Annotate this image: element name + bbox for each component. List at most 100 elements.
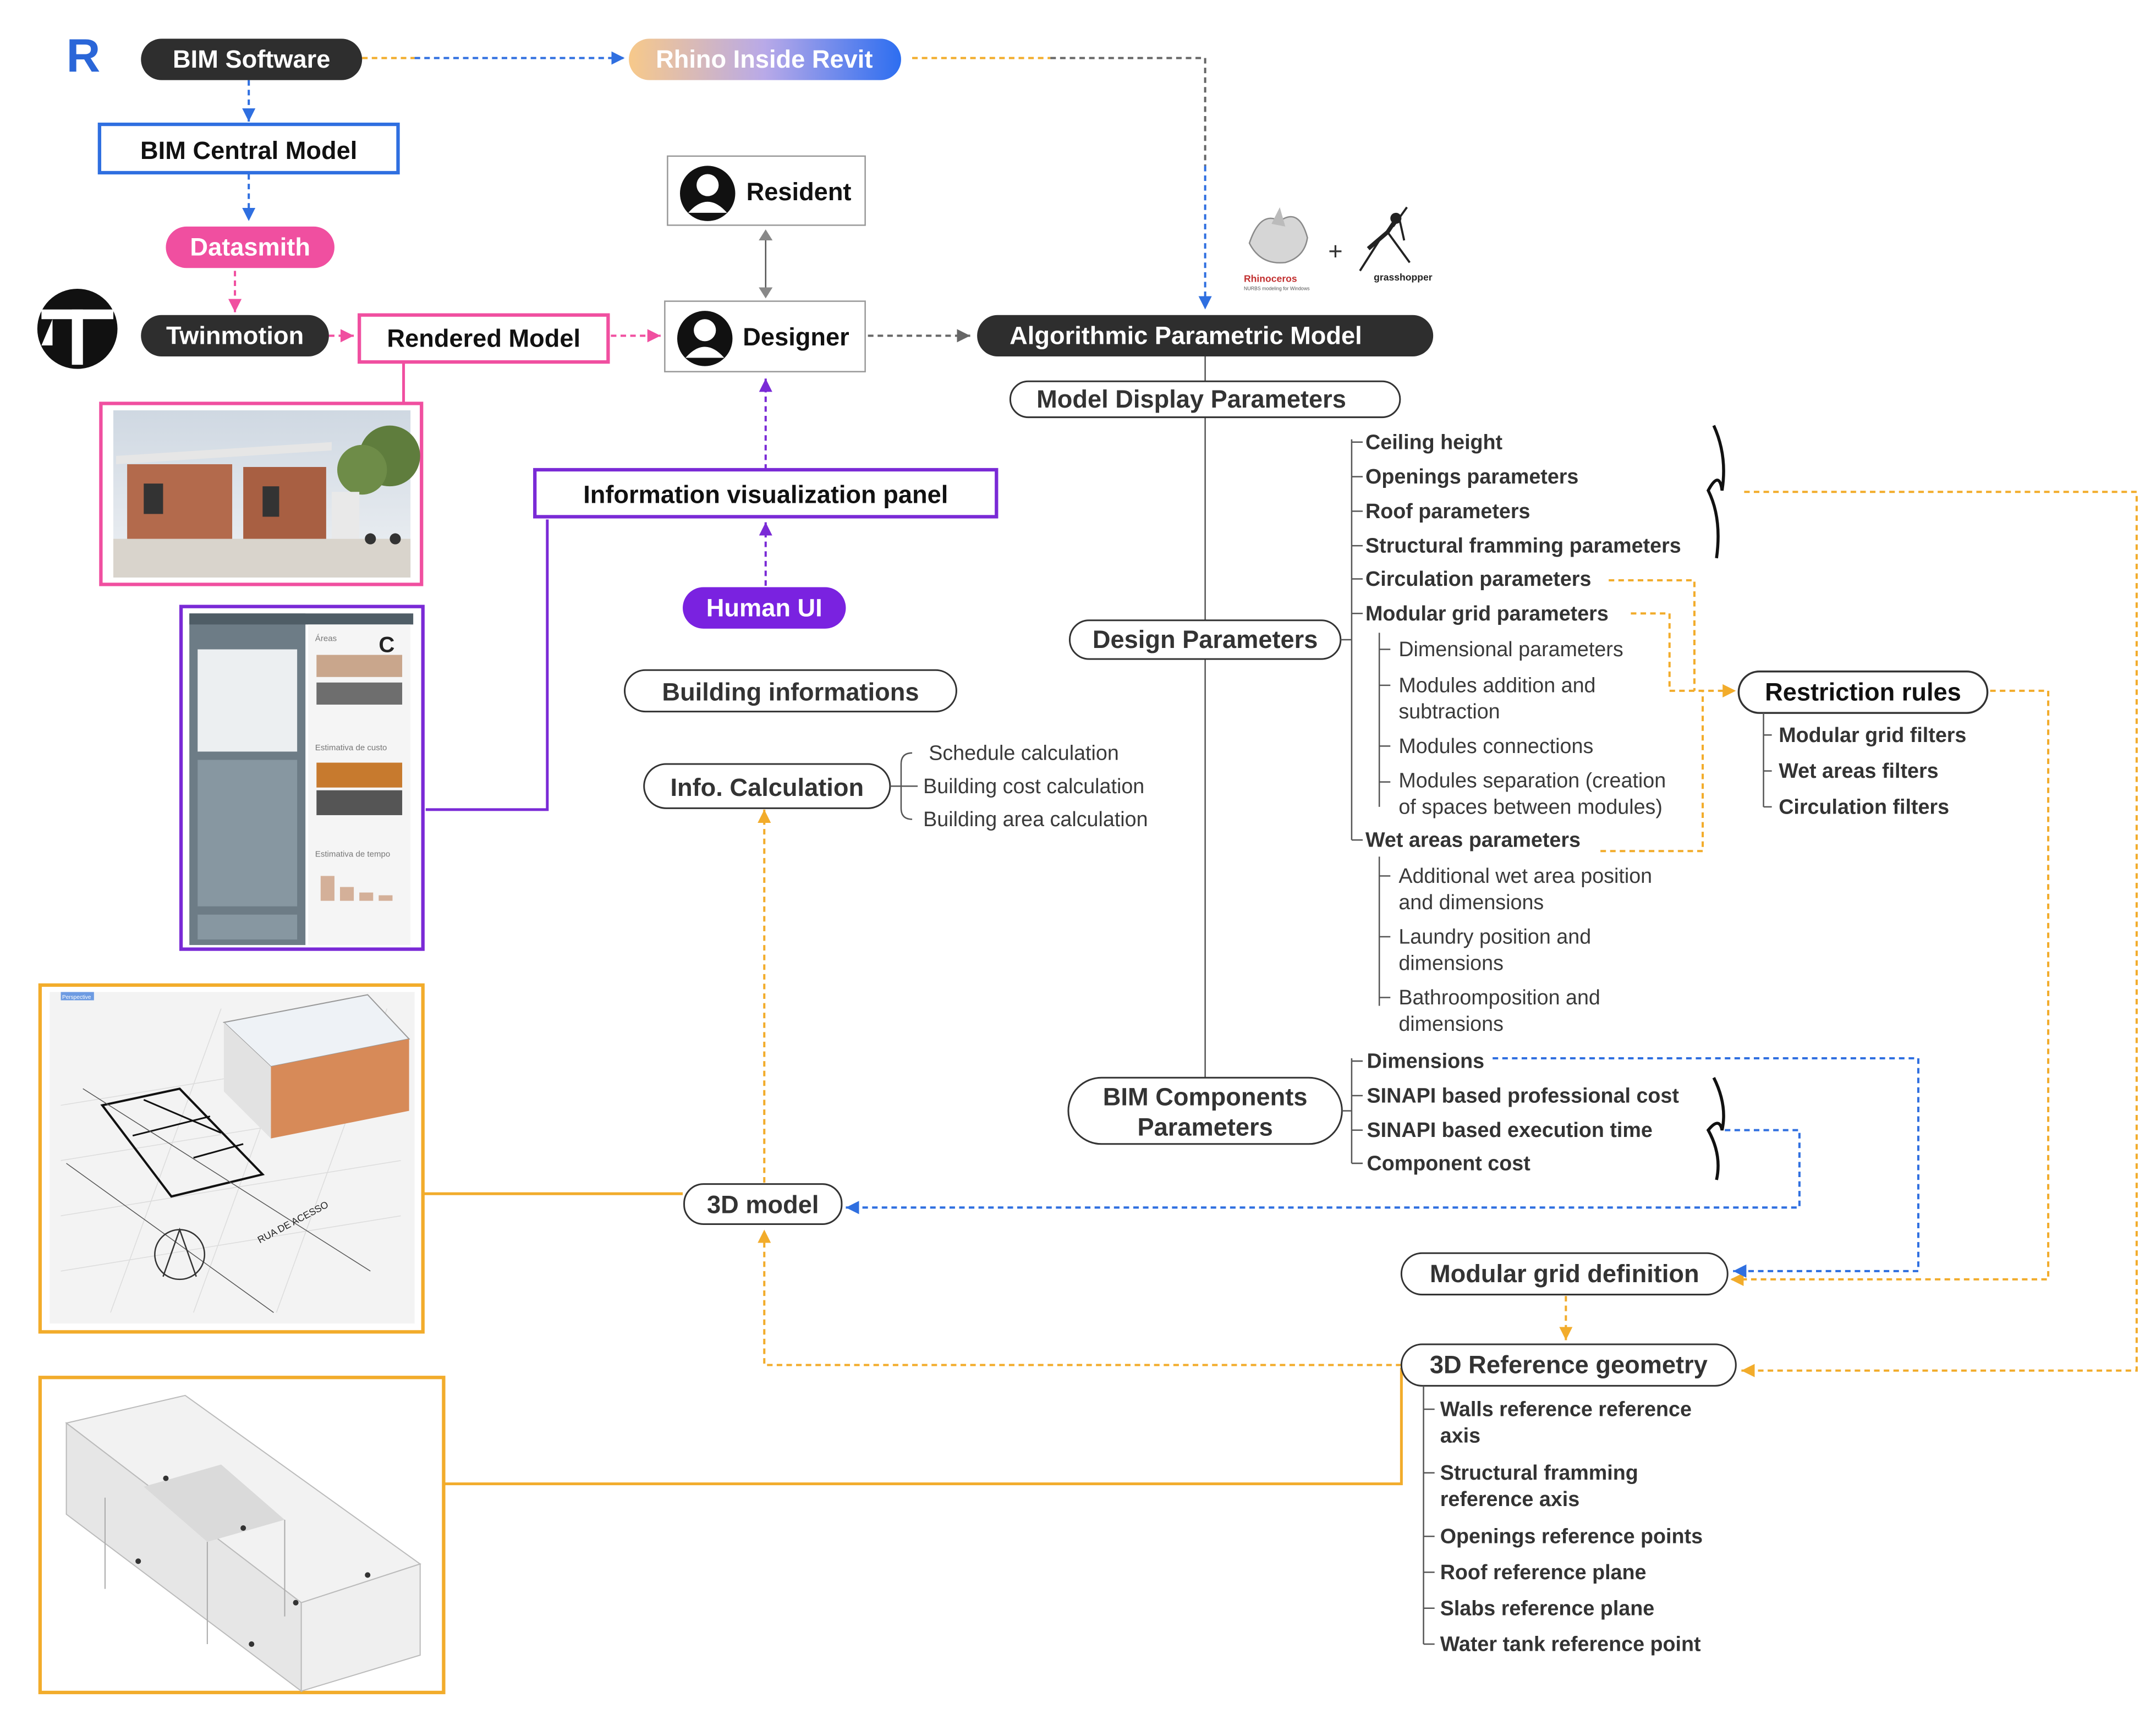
- bim-components-label-line2: Parameters: [1137, 1113, 1272, 1141]
- bim-components-label-line1: BIM Components: [1103, 1082, 1308, 1111]
- building-informations-node[interactable]: Building informations: [624, 669, 957, 713]
- connector-reference-3dmodel: [758, 1229, 1402, 1366]
- panel-area-title: Áreas: [315, 634, 337, 643]
- bim-central-model-node[interactable]: BIM Central Model: [97, 122, 400, 175]
- restriction-item: Modular grid filters: [1779, 723, 1966, 746]
- viewport-tab: Perspective: [62, 994, 91, 1001]
- connector-modular-restriction: [1631, 612, 1736, 697]
- connector-reference-thumb: [445, 1367, 1403, 1486]
- model-display-parameters-node[interactable]: Model Display Parameters: [1009, 380, 1401, 419]
- datasmith-label: Datasmith: [190, 233, 310, 261]
- 3d-model-label: 3D model: [707, 1190, 819, 1218]
- wet-sub-item: and dimensions: [1398, 891, 1544, 914]
- reference-item: Water tank reference point: [1440, 1633, 1701, 1656]
- twinmotion-logo-icon: [37, 288, 118, 369]
- plus-sign: +: [1328, 237, 1342, 265]
- wet-sub-item: dimensions: [1398, 951, 1504, 974]
- human-ui-node[interactable]: Human UI: [683, 587, 846, 629]
- 3d-model-node[interactable]: 3D model: [683, 1183, 843, 1225]
- connectors: [228, 51, 2138, 1486]
- resident-node[interactable]: Resident: [667, 155, 866, 226]
- wet-sub-tree: [1378, 856, 1391, 1006]
- 3d-view-thumbnail: Perspective RUA DE ACESSO: [38, 983, 425, 1334]
- panel-cost-title: Estimativa de custo: [315, 743, 387, 752]
- wet-sub-item: dimensions: [1398, 1012, 1504, 1035]
- design-group-brace: [1706, 425, 1725, 559]
- reference-item: axis: [1440, 1424, 1480, 1447]
- resident-label: Resident: [747, 178, 852, 206]
- modular-sub-item: subtraction: [1398, 700, 1500, 723]
- restriction-tree: [1763, 713, 1772, 808]
- modular-sub-item: Modules separation (creation: [1398, 769, 1666, 792]
- reference-item: reference axis: [1440, 1487, 1579, 1510]
- reference-item: Walls reference reference: [1440, 1398, 1692, 1421]
- design-item: Modular grid parameters: [1365, 602, 1609, 625]
- 3d-reference-geometry-node[interactable]: 3D Reference geometry: [1400, 1343, 1737, 1387]
- bim-component-item: SINAPI based professional cost: [1367, 1084, 1680, 1107]
- model-display-parameters-label: Model Display Parameters: [1036, 385, 1346, 413]
- designer-node[interactable]: Designer: [664, 300, 866, 372]
- rendered-model-node[interactable]: Rendered Model: [358, 313, 610, 364]
- resident-avatar-icon: [680, 166, 736, 221]
- wet-areas-parameters-label: Wet areas parameters: [1365, 828, 1581, 851]
- designer-label: Designer: [743, 323, 849, 351]
- revit-logo: R: [67, 30, 101, 83]
- bim-software-label: BIM Software: [173, 45, 330, 73]
- design-item: Circulation parameters: [1365, 567, 1591, 590]
- wet-sub-item: Additional wet area position: [1398, 864, 1652, 887]
- wet-sub-item: Laundry position and: [1398, 925, 1591, 948]
- calc-bracket: [890, 752, 918, 820]
- modular-grid-definition-label: Modular grid definition: [1430, 1260, 1699, 1288]
- grasshopper-wordmark: grasshopper: [1374, 272, 1433, 283]
- information-visualization-panel-label: Information visualization panel: [583, 480, 948, 508]
- bim-component-item: SINAPI based execution time: [1367, 1118, 1653, 1141]
- modular-sub-item: Modules connections: [1398, 734, 1593, 757]
- connector-cost-3dmodel: [846, 1129, 1801, 1215]
- rhino-inside-revit-node[interactable]: Rhino Inside Revit: [629, 39, 901, 80]
- bim-component-item: Dimensions: [1367, 1049, 1485, 1073]
- info-calculation-node[interactable]: Info. Calculation: [643, 763, 891, 809]
- calc-item: Building cost calculation: [923, 774, 1144, 798]
- restriction-rules-label: Restriction rules: [1765, 678, 1961, 706]
- algorithmic-parametric-model-label: Algorithmic Parametric Model: [1010, 321, 1362, 349]
- revit-icon: R: [67, 30, 101, 83]
- design-tree-spine: [1340, 439, 1353, 840]
- 3d-reference-geometry-label: 3D Reference geometry: [1430, 1351, 1708, 1379]
- reference-item: Slabs reference plane: [1440, 1596, 1655, 1619]
- bim-components-parameters-node[interactable]: BIM Components Parameters: [1067, 1076, 1343, 1145]
- design-item: Ceiling height: [1365, 430, 1503, 453]
- restriction-rules-node[interactable]: Restriction rules: [1737, 670, 1989, 714]
- panel-time-title: Estimativa de tempo: [315, 849, 390, 859]
- rendered-image-thumbnail: [99, 402, 424, 586]
- designer-avatar-icon: [677, 311, 733, 366]
- reference-frame-thumbnail: [38, 1376, 446, 1695]
- design-item: Roof parameters: [1365, 499, 1530, 523]
- datasmith-node[interactable]: Datasmith: [166, 226, 334, 268]
- information-panel-thumbnail: C Áreas Estimativa de custo Estimativa d…: [179, 605, 425, 951]
- wet-sub-item: Bathroomposition and: [1398, 986, 1600, 1009]
- rendered-model-label: Rendered Model: [387, 324, 580, 352]
- information-visualization-panel-node[interactable]: Information visualization panel: [533, 468, 999, 519]
- twinmotion-node[interactable]: Twinmotion: [141, 315, 329, 357]
- modular-sub-item: Modules addition and: [1398, 673, 1595, 696]
- twinmotion-label: Twinmotion: [166, 321, 304, 349]
- bim-components-tree: [1342, 1058, 1363, 1164]
- info-calculation-label: Info. Calculation: [670, 773, 864, 801]
- design-tree-branches: [1351, 441, 1363, 841]
- grasshopper-logo: grasshopper: [1359, 206, 1433, 283]
- design-item: Openings parameters: [1365, 465, 1578, 488]
- svg-text:NURBS modeling for Windows: NURBS modeling for Windows: [1244, 285, 1310, 291]
- modular-sub-item: of spaces between modules): [1398, 795, 1663, 818]
- connector-rhino-algo-gray: [1050, 57, 1206, 166]
- reference-item: Roof reference plane: [1440, 1560, 1647, 1584]
- design-item: Structural framming parameters: [1365, 534, 1681, 557]
- restriction-item: Circulation filters: [1779, 795, 1949, 818]
- bim-central-model-label: BIM Central Model: [140, 136, 357, 164]
- design-parameters-node[interactable]: Design Parameters: [1068, 619, 1342, 660]
- algorithmic-parametric-model-node[interactable]: Algorithmic Parametric Model: [977, 315, 1434, 357]
- modular-grid-definition-node[interactable]: Modular grid definition: [1400, 1252, 1729, 1296]
- rhino-inside-revit-label: Rhino Inside Revit: [656, 45, 873, 73]
- reference-item: Openings reference points: [1440, 1525, 1703, 1548]
- bim-software-node[interactable]: BIM Software: [141, 39, 363, 80]
